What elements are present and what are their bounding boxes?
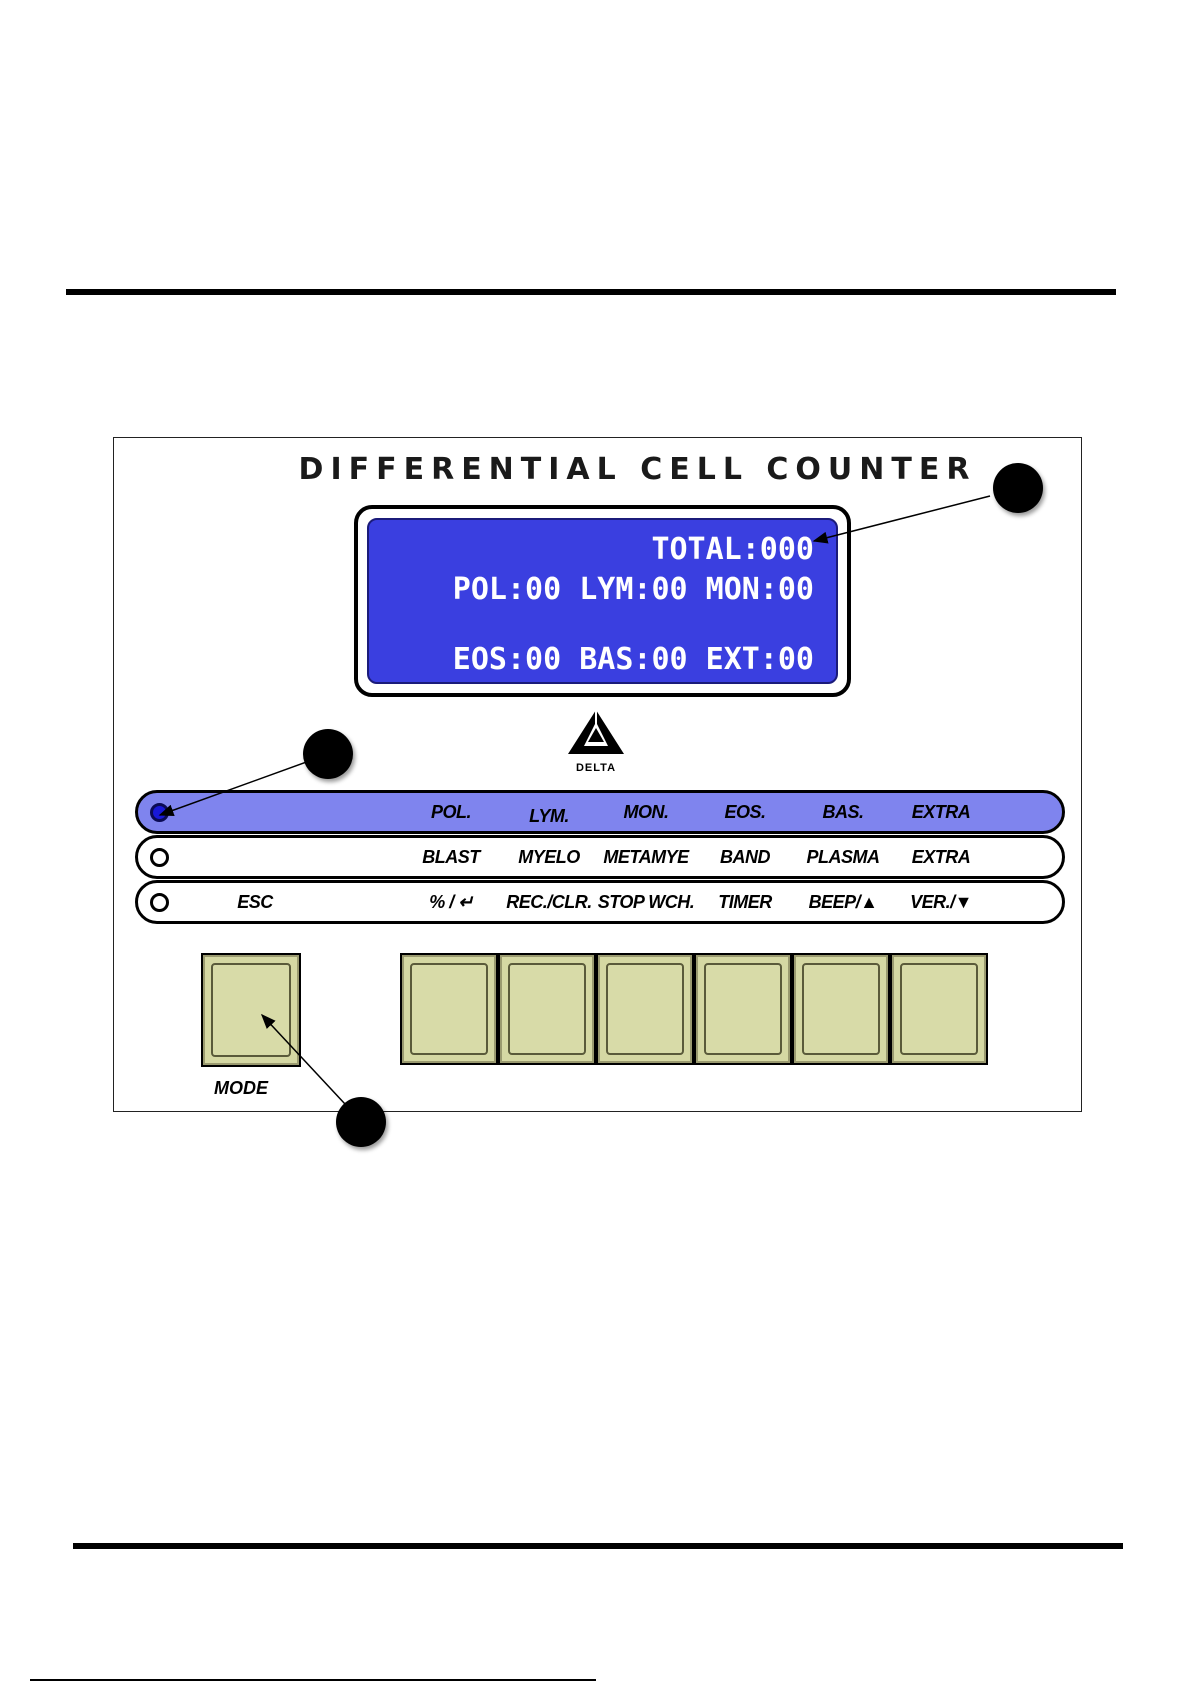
arrow-to-display	[814, 496, 990, 541]
footer-rule	[73, 1543, 1123, 1549]
arrow-to-led	[160, 760, 312, 815]
footnote-rule	[30, 1679, 596, 1681]
arrow-to-mode	[262, 1015, 345, 1104]
